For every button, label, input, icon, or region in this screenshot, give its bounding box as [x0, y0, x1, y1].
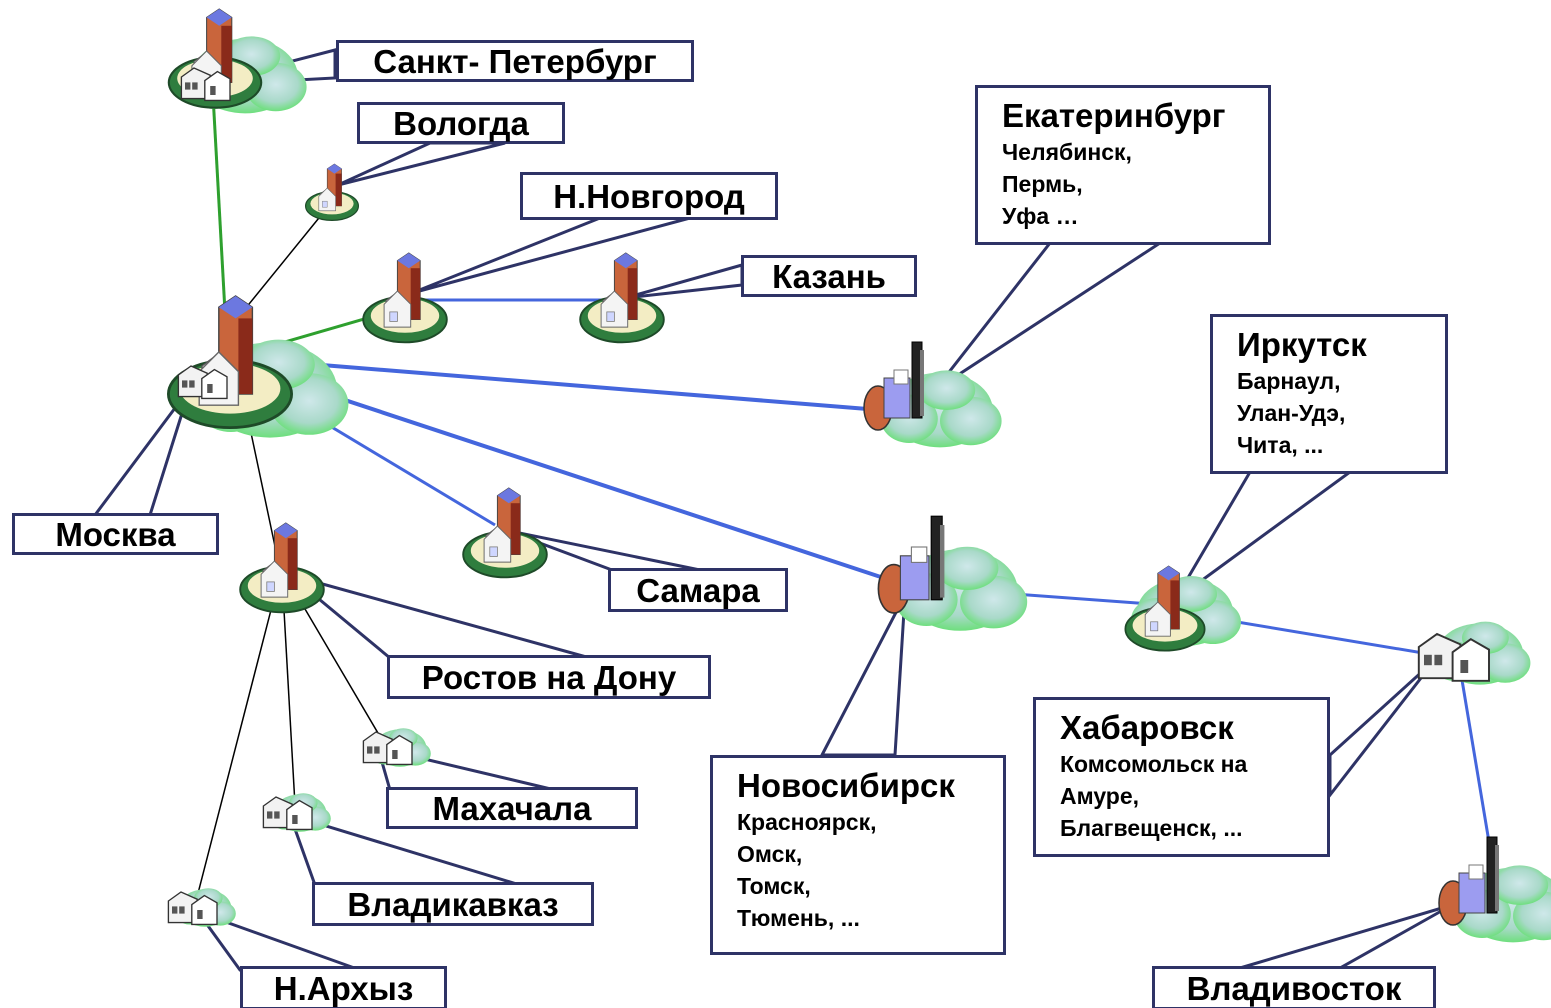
- link-moscow-novosibirsk: [259, 370, 906, 587]
- label-vladikavkaz: Владикавказ: [312, 882, 594, 926]
- label-novosibirsk-sub-1: Омск,: [737, 841, 803, 867]
- label-khabarovsk-city: Хабаровск: [1060, 709, 1234, 746]
- link-rostov-narkhyz: [194, 574, 281, 906]
- link-rostov-vladikavkaz: [281, 574, 296, 806]
- label-ekaterinburg-sub-1: Пермь,: [1002, 171, 1083, 197]
- label-khabarovsk-sub-1: Амуре,: [1060, 783, 1140, 809]
- label-spb: Санкт- Петербург: [336, 40, 694, 82]
- node-novosibirsk-icon: [877, 515, 1028, 631]
- node-ekaterinburg-icon: [863, 341, 1002, 448]
- label-ekaterinburg-sub-2: Уфа …: [1002, 203, 1079, 229]
- label-khabarovsk: Хабаровск Комсомольск на Амуре, Благвеще…: [1033, 697, 1330, 857]
- callout-pointer-khabarovsk: [1328, 658, 1437, 800]
- node-nnovgorod-icon: [362, 252, 448, 344]
- label-novosibirsk-sub-3: Тюмень, ...: [737, 905, 860, 931]
- node-vladivostok-icon: [1438, 836, 1551, 943]
- node-moscow-icon: [166, 294, 349, 438]
- label-ekaterinburg-city: Екатеринбург: [1002, 97, 1226, 134]
- node-irkutsk-icon: [1124, 565, 1241, 652]
- label-novosibirsk-city: Новосибирск: [737, 767, 955, 804]
- label-ekaterinburg: Екатеринбург Челябинск, Пермь, Уфа …: [975, 85, 1271, 245]
- node-spb-icon: [167, 7, 307, 114]
- label-irkutsk-sub-0: Барнаул,: [1237, 368, 1341, 394]
- node-narkhyz-icon: [167, 888, 236, 927]
- label-khabarovsk-sub-2: Благвещенск, ...: [1060, 815, 1243, 841]
- node-vladikavkaz-icon: [262, 793, 331, 832]
- label-irkutsk-sub-2: Чита, ...: [1237, 432, 1324, 458]
- link-khabarovsk-vladivostok: [1460, 679, 1494, 861]
- label-irkutsk-city: Иркутск: [1237, 326, 1367, 363]
- label-irkutsk: Иркутск Барнаул, Улан-Удэ, Чита, ...: [1210, 314, 1448, 474]
- node-vologda-icon: [305, 163, 359, 221]
- label-makhachkala: Махачала: [386, 787, 638, 829]
- label-vladivostok: Владивосток: [1152, 966, 1436, 1008]
- node-samara-icon: [462, 487, 548, 579]
- node-khabarovsk-icon: [1417, 621, 1531, 685]
- label-rostov: Ростов на Дону: [387, 655, 711, 699]
- node-kazan-icon: [579, 252, 665, 344]
- label-irkutsk-sub-1: Улан-Удэ,: [1237, 400, 1346, 426]
- label-vologda: Вологда: [357, 102, 565, 144]
- label-nnovgorod: Н.Новгород: [520, 172, 778, 220]
- label-khabarovsk-sub-0: Комсомольск на: [1060, 751, 1248, 777]
- node-rostov-icon: [239, 522, 325, 614]
- label-samara: Самара: [608, 568, 788, 612]
- label-ekaterinburg-sub-0: Челябинск,: [1002, 139, 1132, 165]
- link-moscow-spb: [211, 94, 228, 331]
- link-moscow-ekaterinburg: [259, 358, 881, 412]
- label-kazan: Казань: [741, 255, 917, 297]
- node-makhachkala-icon: [362, 728, 431, 767]
- label-narkhyz: Н.Архыз: [240, 966, 447, 1008]
- label-novosibirsk-sub-0: Красноярск,: [737, 809, 877, 835]
- label-moscow: Москва: [12, 513, 219, 555]
- label-novosibirsk-sub-2: Томск,: [737, 873, 811, 899]
- label-novosibirsk: Новосибирск Красноярск, Омск, Томск, Тюм…: [710, 755, 1006, 955]
